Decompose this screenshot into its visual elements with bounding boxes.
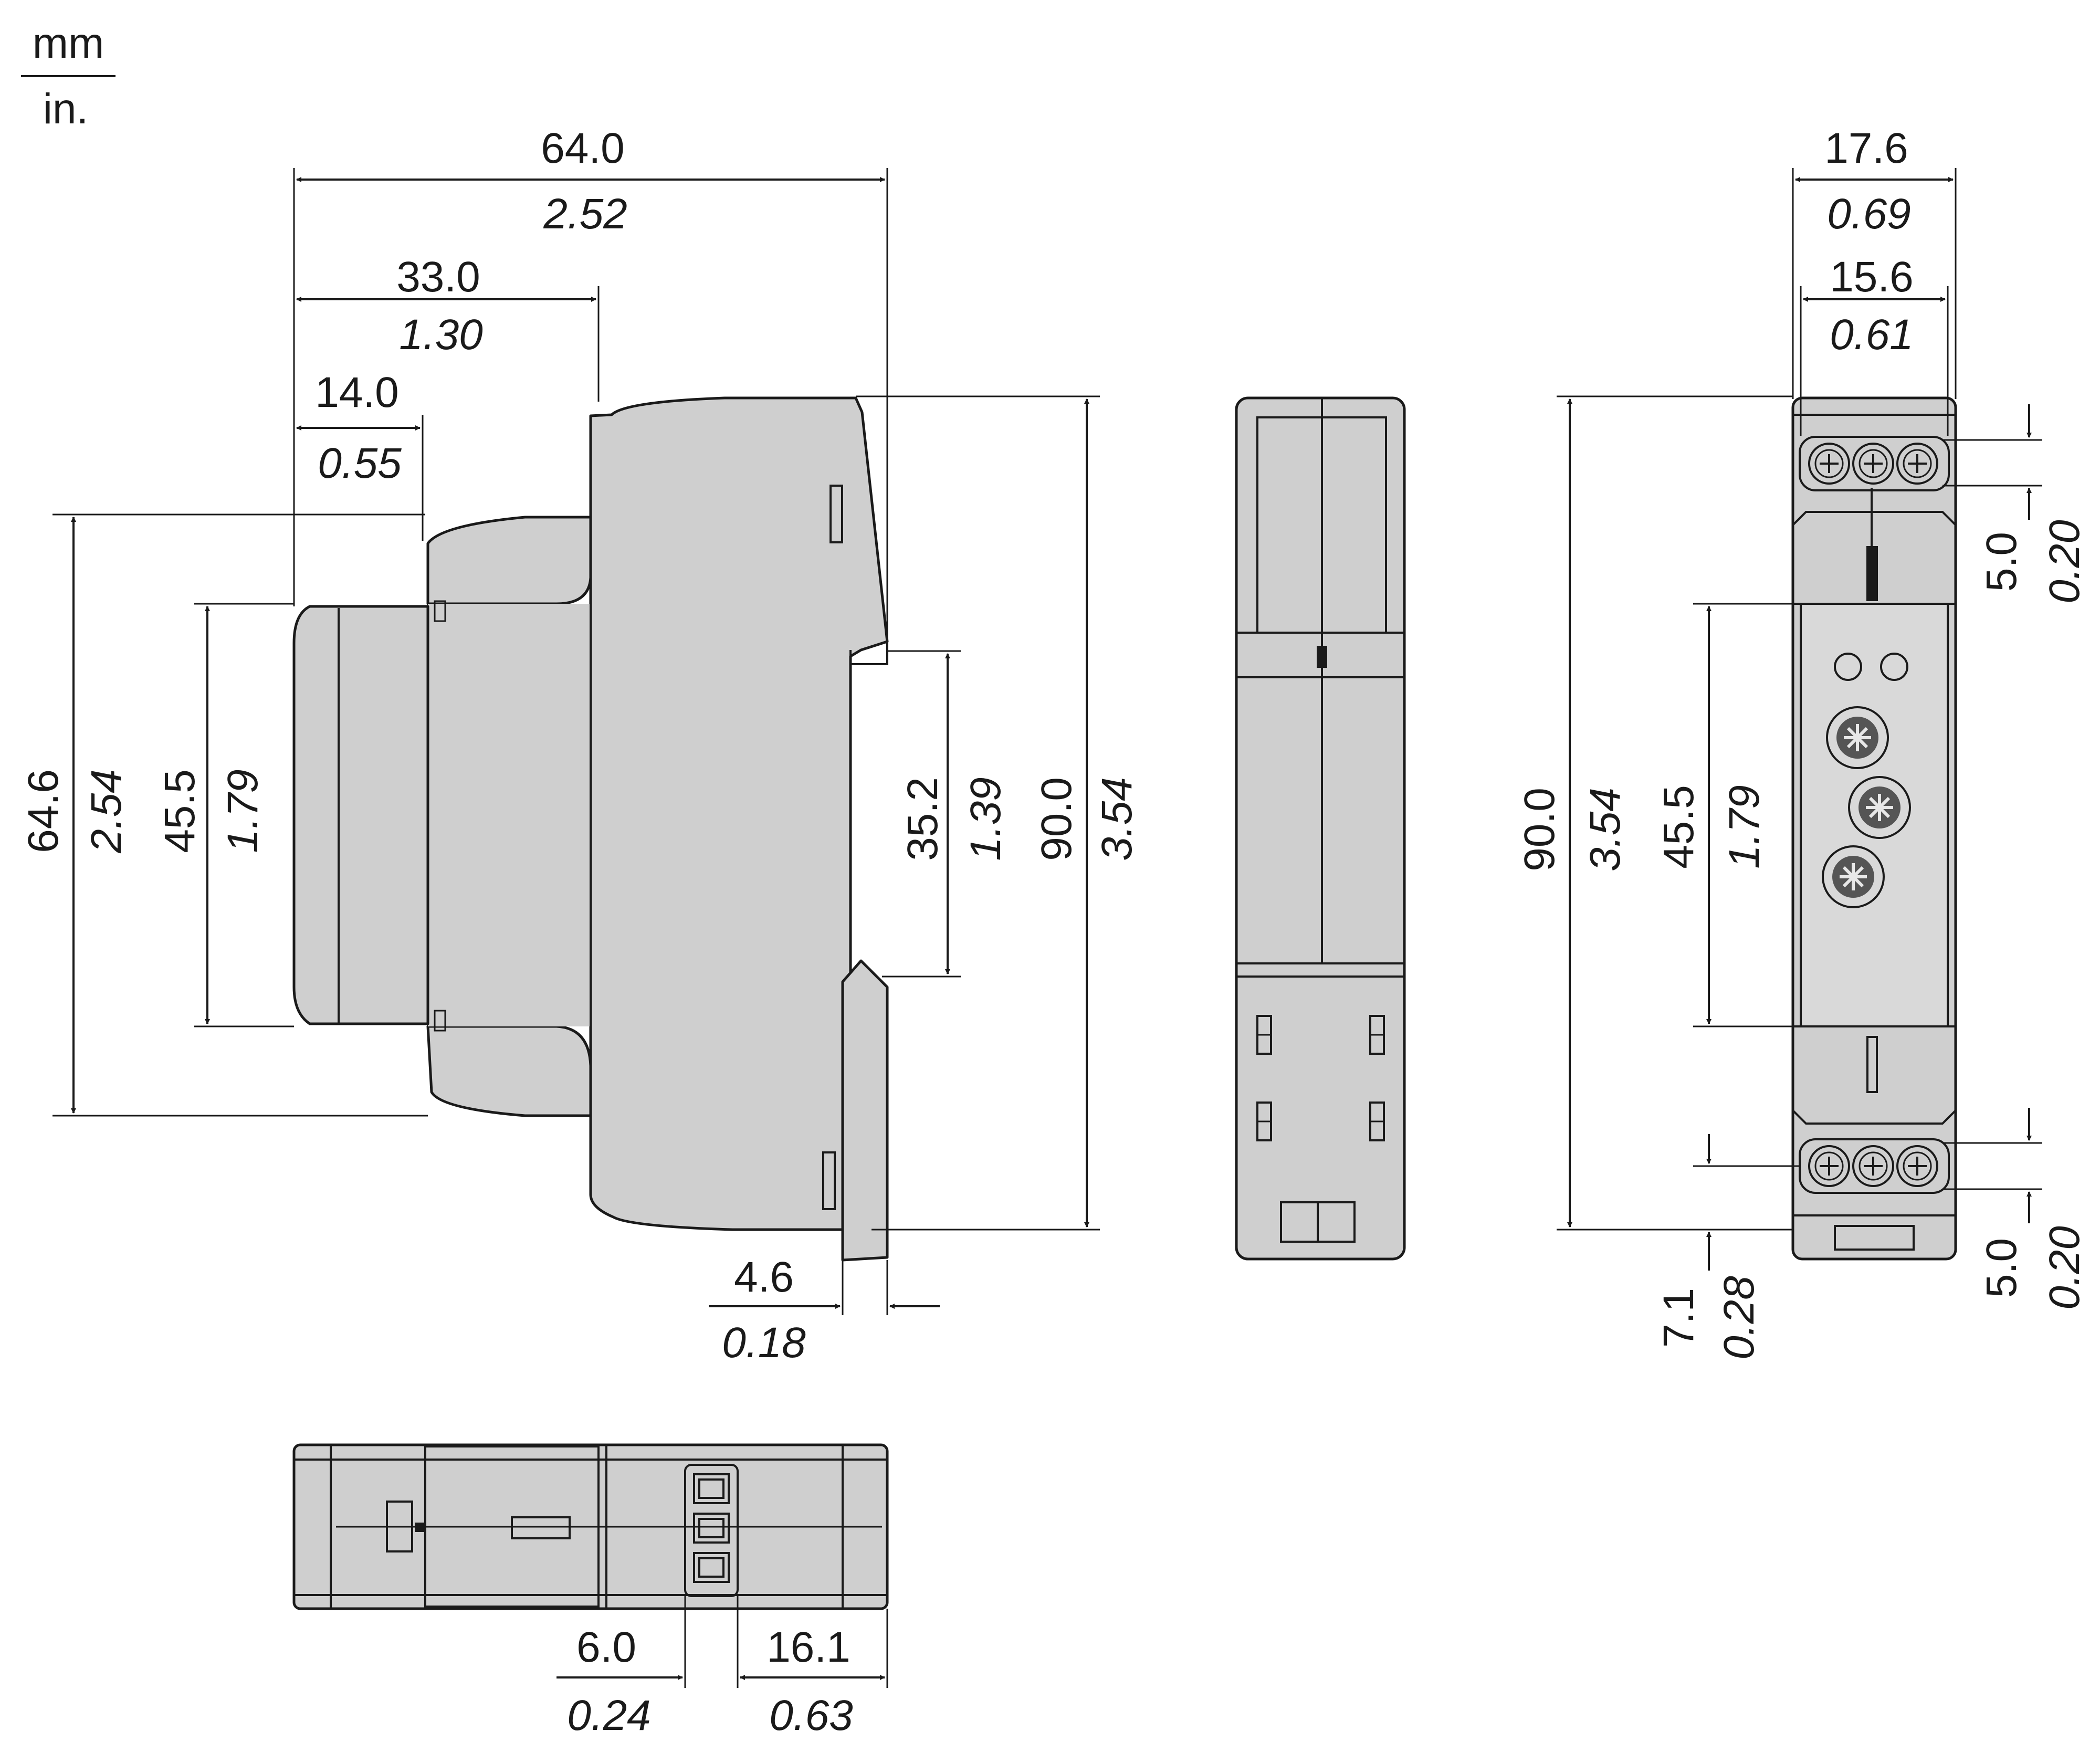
dim-front-width-total-mm: 17.6	[1824, 124, 1908, 172]
screw-top-2	[1852, 443, 1894, 485]
screw-bottom-3	[1896, 1145, 1938, 1187]
dim-bottom-right-mm: 16.1	[766, 1623, 850, 1671]
side-view-dimensions: 64.0 2.52 33.0 1.30 14.0 0.55 64.6 2.54 …	[19, 124, 1141, 1367]
side-view-rear-block	[589, 396, 889, 1231]
dial-3	[1822, 845, 1885, 908]
dim-side-rail-mm: 35.2	[899, 777, 947, 861]
dim-side-clip-in: 0.18	[722, 1319, 806, 1367]
side-view-mid-fill	[428, 604, 591, 1026]
front-view-faceplate	[1800, 603, 1949, 1027]
dim-side-width-cap-in: 0.55	[318, 439, 402, 487]
bottom-view-dimensions: 6.0 0.24 16.1 0.63	[556, 1596, 888, 1739]
front-view-dials	[1822, 706, 1911, 908]
side-view-front-cap	[292, 605, 429, 1025]
front-view-terminal-screws	[1808, 443, 1938, 1187]
dim-side-height-total-mm: 90.0	[1033, 777, 1080, 861]
dim-front-height-total-in: 3.54	[1581, 788, 1629, 872]
dim-front-width-inner-in: 0.61	[1830, 311, 1914, 359]
side-view-din-clip	[841, 959, 889, 1262]
dim-side-width-cap-mm: 14.0	[315, 369, 399, 416]
dim-bottom-left-mm: 6.0	[576, 1623, 636, 1671]
side-view	[292, 396, 889, 1262]
dim-side-width-total-in: 2.52	[543, 190, 627, 238]
screw-top-3	[1896, 443, 1938, 485]
dim-side-height-front-in: 2.54	[82, 769, 130, 854]
dim-front-height-total-mm: 90.0	[1516, 788, 1563, 872]
dim-bottom-left-in: 0.24	[567, 1692, 651, 1739]
dim-side-height-front-mm: 64.6	[19, 769, 67, 853]
dim-side-width-total-mm: 64.0	[541, 124, 625, 172]
front-view-dimensions: 17.6 0.69 15.6 0.61 90.0 3.54 45.5 1.79 …	[1516, 124, 2088, 1360]
dim-front-height-face-in: 1.79	[1720, 785, 1768, 869]
front-view	[1791, 396, 1957, 1261]
dim-front-width-total-in: 0.69	[1827, 190, 1911, 238]
dim-front-bottom-offset-mm: 7.1	[1655, 1288, 1703, 1348]
screw-top-1	[1808, 443, 1850, 485]
side-view-mid-block-bottom	[426, 1025, 592, 1117]
dim-front-terminal-bottom-mm: 5.0	[1978, 1238, 2025, 1298]
units-mm-label: mm	[33, 19, 104, 67]
bottom-view	[292, 1443, 889, 1610]
dim-side-height-cap-in: 1.79	[219, 769, 267, 853]
units-legend: mm in.	[21, 19, 116, 133]
dim-side-width-front-mm: 33.0	[396, 253, 480, 301]
screw-bottom-1	[1808, 1145, 1850, 1187]
dim-side-rail-in: 1.39	[962, 777, 1010, 861]
back-view	[1235, 396, 1406, 1261]
units-in-label: in.	[43, 85, 89, 133]
screw-bottom-2	[1852, 1145, 1894, 1187]
dim-side-width-front-in: 1.30	[399, 311, 483, 359]
dim-side-height-cap-mm: 45.5	[156, 769, 204, 853]
dim-front-height-face-mm: 45.5	[1655, 785, 1703, 869]
dim-front-terminal-bottom-in: 0.20	[2041, 1226, 2088, 1310]
dim-front-bottom-offset-in: 0.28	[1715, 1276, 1763, 1360]
dim-bottom-right-in: 0.63	[769, 1692, 853, 1739]
dial-2	[1848, 776, 1911, 839]
dim-side-clip-mm: 4.6	[734, 1253, 794, 1301]
dim-front-terminal-top-mm: 5.0	[1978, 532, 2025, 592]
dim-side-height-total-in: 3.54	[1093, 777, 1141, 861]
dim-front-terminal-top-in: 0.20	[2041, 520, 2088, 604]
back-view-body	[1235, 396, 1406, 1261]
side-view-mid-block	[426, 516, 592, 605]
dim-front-width-inner-mm: 15.6	[1830, 253, 1914, 301]
dial-1	[1826, 706, 1889, 769]
